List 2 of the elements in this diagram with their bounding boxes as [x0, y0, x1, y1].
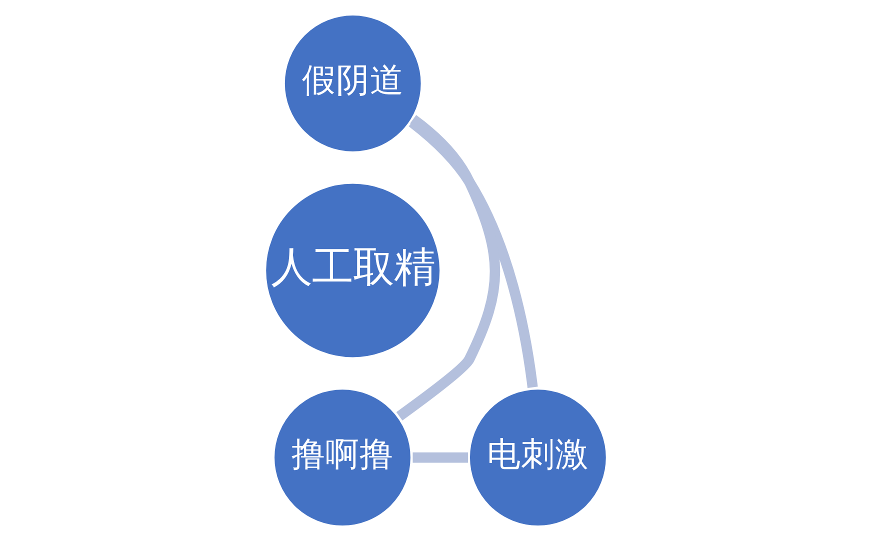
connector: [412, 452, 468, 463]
connector: [396, 115, 500, 420]
